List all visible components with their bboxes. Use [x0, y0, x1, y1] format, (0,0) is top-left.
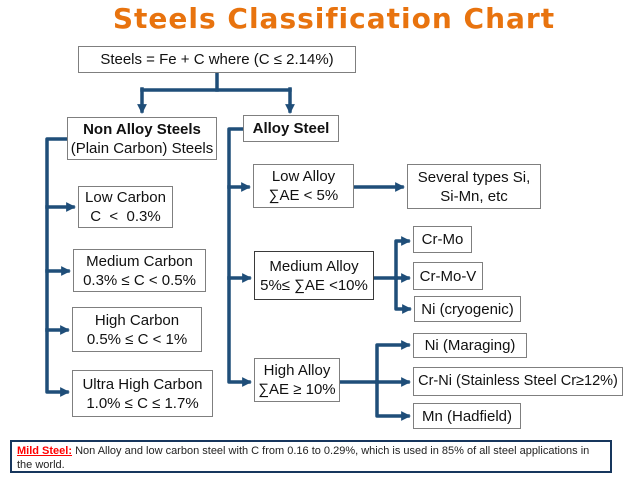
node-low-carbon: Low Carbon C < 0.3%	[78, 186, 173, 228]
node-sublabel: 1.0% ≤ C ≤ 1.7%	[86, 394, 199, 412]
node-low-alloy: Low Alloy ∑AE < 5%	[253, 164, 354, 208]
node-label: Low Carbon	[85, 189, 166, 206]
node-sublabel: Si-Mn, etc	[440, 187, 508, 205]
node-label: Several types Si,	[417, 168, 531, 186]
node-medium-alloy: Medium Alloy 5%≤ ∑AE <10%	[254, 251, 374, 300]
node-sublabel: 5%≤ ∑AE <10%	[260, 276, 368, 294]
node-label: High Carbon	[94, 311, 180, 329]
node-label: Cr-Ni (Stainless Steel Cr≥12%)	[418, 373, 618, 389]
node-label: High Alloy	[263, 362, 331, 379]
node-label: Ni (Maraging)	[424, 337, 516, 354]
node-label: Low Alloy	[271, 168, 336, 185]
node-label: Ni (cryogenic)	[421, 300, 514, 318]
node-label: Medium Alloy	[269, 257, 359, 275]
node-cr-ni-stainless: Cr-Ni (Stainless Steel Cr≥12%)	[413, 367, 623, 396]
node-non-alloy-steels: Non Alloy Steels (Plain Carbon) Steels	[67, 117, 217, 160]
node-alloy-steel: Alloy Steel	[243, 115, 339, 142]
node-label: Alloy Steel	[252, 120, 330, 137]
node-label: Medium Carbon	[86, 252, 193, 270]
node-cr-mo: Cr-Mo	[413, 226, 472, 253]
node-label: Cr-Mo-V	[419, 267, 477, 285]
node-medium-carbon: Medium Carbon 0.3% ≤ C < 0.5%	[73, 249, 206, 292]
mild-steel-note-text: Non Alloy and low carbon steel with C fr…	[17, 445, 590, 471]
node-sublabel: C < 0.3%	[90, 208, 161, 225]
node-sublabel: (Plain Carbon) Steels	[70, 139, 214, 157]
node-label: Cr-Mo	[421, 231, 464, 248]
page-title: Steels Classification Chart	[112, 2, 556, 35]
node-mn-hadfield: Mn (Hadfield)	[413, 403, 521, 429]
node-high-carbon: High Carbon 0.5% ≤ C < 1%	[72, 307, 202, 352]
node-label: Ultra High Carbon	[82, 375, 203, 393]
node-sublabel: 0.5% ≤ C < 1%	[86, 330, 188, 348]
node-high-alloy: High Alloy ∑AE ≥ 10%	[254, 358, 340, 402]
node-sublabel: ∑AE ≥ 10%	[258, 381, 336, 398]
node-label: Mn (Hadfield)	[421, 407, 513, 425]
mild-steel-note-label: Mild Steel:	[17, 445, 73, 457]
node-ultra-high-carbon: Ultra High Carbon 1.0% ≤ C ≤ 1.7%	[72, 370, 213, 417]
node-label: Steels = Fe + C where (C ≤ 2.14%)	[100, 51, 334, 68]
node-ni-maraging: Ni (Maraging)	[413, 333, 527, 358]
node-cr-mo-v: Cr-Mo-V	[413, 262, 483, 290]
node-sublabel: ∑AE < 5%	[268, 187, 339, 204]
node-label: Non Alloy Steels	[83, 120, 201, 138]
node-ni-cryogenic: Ni (cryogenic)	[414, 296, 521, 322]
node-steels-root: Steels = Fe + C where (C ≤ 2.14%)	[78, 46, 356, 73]
node-sublabel: 0.3% ≤ C < 0.5%	[83, 271, 196, 289]
node-several-types: Several types Si, Si-Mn, etc	[407, 164, 541, 209]
mild-steel-note: Mild Steel: Non Alloy and low carbon ste…	[10, 440, 612, 473]
